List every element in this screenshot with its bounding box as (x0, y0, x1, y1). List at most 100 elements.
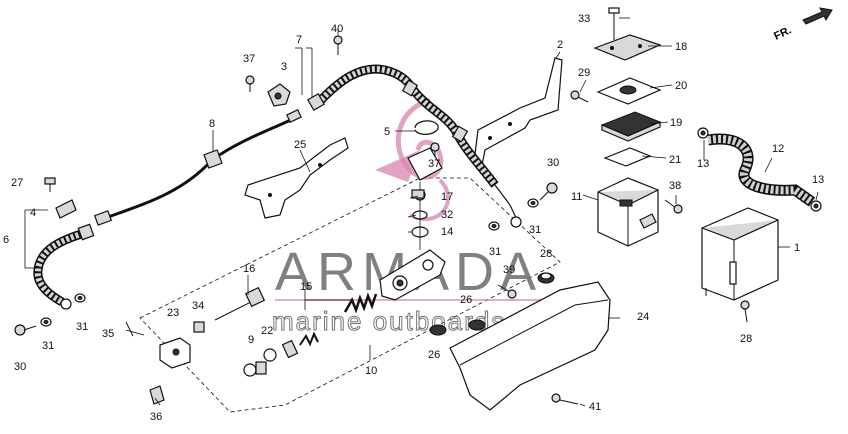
callout-41: 41 (589, 401, 601, 413)
callout-24: 24 (637, 311, 649, 323)
callout-9: 9 (248, 334, 254, 346)
part-13-clamp-upper (697, 127, 709, 139)
part-2-bracket (473, 57, 563, 166)
callout-36: 36 (150, 411, 162, 423)
part-27-bolt (44, 177, 56, 192)
callout-30-right: 30 (547, 157, 559, 169)
callout-17: 17 (441, 191, 453, 203)
callout-14: 14 (441, 226, 453, 238)
part-18-cover-plate (593, 34, 662, 61)
callout-19: 19 (670, 117, 682, 129)
callout-27: 27 (11, 177, 23, 189)
part-25-bracket-plate (244, 137, 349, 219)
part-35-pin (125, 321, 134, 337)
watermark-tagline: marine outboards (272, 306, 506, 336)
part-21-seal (603, 147, 652, 167)
callout-6: 6 (3, 234, 9, 246)
part-17-fitting (411, 189, 425, 199)
callout-22: 22 (261, 325, 273, 337)
callout-31-left: 31 (42, 340, 54, 352)
callout-29: 29 (578, 67, 590, 79)
callout-39: 39 (503, 264, 515, 276)
part-10-master-cylinder (379, 147, 446, 301)
part-8-cable (93, 109, 302, 226)
part-30-bolt-left (14, 324, 37, 336)
part-28-bolt-mid (537, 272, 555, 284)
part-12-hose (707, 133, 816, 207)
part-33-screw (608, 7, 620, 40)
part-40-bolt (333, 35, 343, 55)
callout-labels: 33 18 20 19 21 13 13 12 38 11 1 2 29 40 … (3, 13, 824, 423)
callout-11: 11 (571, 191, 582, 203)
callout-1: 1 (794, 242, 800, 254)
leader-lines (24, 17, 819, 407)
part-4-fitting (55, 199, 77, 219)
front-arrow-icon (802, 7, 833, 25)
part-37-bolt-upper (245, 75, 255, 92)
callout-18: 18 (675, 41, 687, 53)
part-39-bolt (497, 284, 517, 299)
front-marker-label: FR. (772, 24, 793, 42)
part-29-bolt (570, 90, 589, 103)
callout-31-right-upper: 31 (529, 224, 541, 236)
part-36-pin (149, 385, 165, 405)
callout-25: 25 (294, 139, 306, 151)
callout-21: 21 (669, 154, 681, 166)
part-1-control-box (701, 207, 779, 301)
part-26-grommet-b (468, 319, 486, 331)
callout-37-lower: 37 (428, 158, 440, 170)
part-38-bolt (664, 199, 683, 214)
part-5-clip (414, 120, 439, 135)
part-31-washer-mid (74, 293, 86, 303)
part-19-cap (600, 111, 662, 142)
callout-35: 35 (102, 328, 114, 340)
part-28-bolt-right (740, 300, 750, 323)
front-direction-marker: FR. (772, 7, 833, 43)
part-6-hose (33, 223, 95, 310)
part-26-grommet-a (429, 324, 447, 336)
part-22-seal (263, 348, 277, 362)
part-13-clamp-lower (810, 200, 822, 212)
callout-4: 4 (30, 207, 36, 219)
part-9-piston (243, 361, 267, 377)
part-7-hose (306, 64, 522, 228)
callout-16: 16 (243, 263, 255, 275)
callout-12: 12 (772, 143, 784, 155)
callout-13-lower: 13 (812, 174, 824, 186)
part-3-clip (267, 83, 291, 107)
callout-26-b: 26 (460, 294, 472, 306)
piston-parts (281, 331, 319, 359)
callout-28-right: 28 (740, 333, 752, 345)
callout-7: 7 (296, 34, 302, 46)
callout-33: 33 (578, 13, 590, 25)
callout-34: 34 (192, 300, 204, 312)
callout-32: 32 (441, 209, 453, 221)
part-16-push-rod (214, 286, 266, 321)
callout-15: 15 (300, 281, 312, 293)
part-24-cover (449, 281, 611, 411)
part-15-spring (343, 292, 378, 314)
part-23-clevis (159, 337, 191, 369)
part-41-bolt (551, 393, 579, 405)
part-31-washer-right-lower (488, 221, 500, 231)
callout-38: 38 (669, 180, 681, 192)
part-31-washer-left (40, 317, 52, 327)
callout-31-mid: 31 (76, 321, 88, 333)
callout-8: 8 (209, 118, 215, 130)
callout-20: 20 (675, 80, 687, 92)
part-20-gasket (596, 77, 662, 105)
callout-28-mid: 28 (540, 248, 552, 260)
callout-2: 2 (557, 39, 563, 51)
callout-40: 40 (331, 23, 343, 35)
callout-26-a: 26 (428, 349, 440, 361)
callout-5: 5 (384, 126, 390, 138)
part-34-nut (193, 321, 205, 333)
part-11-reservoir (597, 177, 659, 247)
callout-31-right-lower: 31 (489, 246, 501, 258)
part-30-bolt-right (539, 182, 558, 201)
part-31-washer-right-upper (527, 198, 539, 208)
callout-23: 23 (167, 307, 179, 319)
callout-37-upper: 37 (243, 53, 255, 65)
